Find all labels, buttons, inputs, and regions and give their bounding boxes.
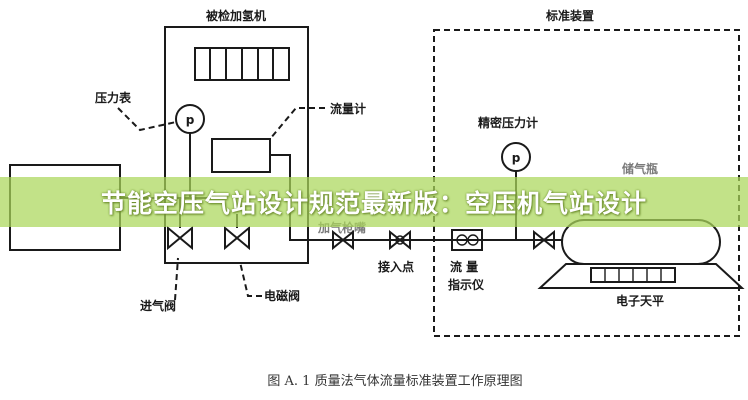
precision-gauge-label: 精密压力计	[478, 115, 538, 130]
dispenser-title: 被检加氢机	[206, 8, 266, 23]
flow-indicator-icon	[451, 229, 483, 251]
display-panel	[194, 47, 290, 81]
flow-indicator-label-2: 指示仪	[448, 277, 485, 292]
electronic-scale-label: 电子天平	[616, 293, 664, 308]
dispenser-box	[164, 26, 309, 264]
title-banner: 节能空压气站设计规范最新版：空压机气站设计	[0, 177, 748, 227]
solenoid-valve-leader	[239, 261, 262, 297]
connection-point-label: 接入点	[378, 259, 414, 274]
scale-display	[590, 267, 676, 283]
standard-device-title: 标准装置	[545, 8, 594, 23]
storage-bottle-label: 储气瓶	[622, 161, 658, 176]
electronic-scale-icon	[537, 263, 745, 289]
pipe-valve-2-icon	[389, 229, 411, 251]
pressure-gauge-label: 压力表	[95, 90, 132, 105]
standard-device-box	[433, 29, 740, 337]
inlet-valve-leader	[174, 257, 179, 301]
flow-indicator-label-1: 流 量	[450, 259, 478, 274]
solenoid-valve-label: 电磁阀	[264, 288, 300, 303]
precision-gauge-symbol: p	[512, 151, 521, 165]
flow-meter-box	[211, 138, 271, 173]
pressure-gauge-symbol: p	[186, 113, 195, 127]
bottle-valve-icon	[533, 229, 555, 251]
pipe-valve-1-icon	[332, 229, 354, 251]
figure-caption: 图 A. 1 质量法气体流量标准装置工作原理图	[267, 373, 522, 389]
flow-meter-leader	[269, 107, 325, 140]
banner-title: 节能空压气站设计规范最新版：空压机气站设计	[100, 189, 647, 218]
flow-meter-label: 流量计	[330, 101, 366, 116]
pressure-gauge-leader	[117, 107, 177, 132]
inlet-valve-label: 进气阀	[140, 298, 176, 313]
